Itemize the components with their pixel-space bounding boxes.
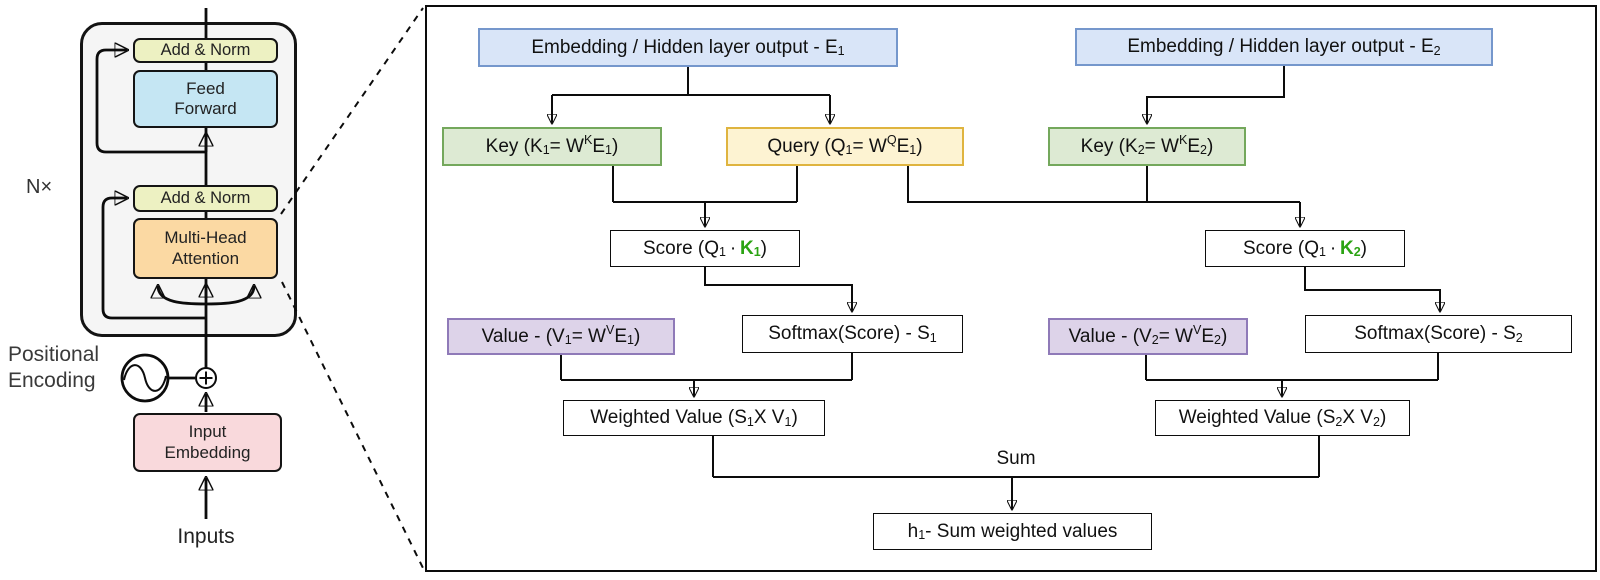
sum-label: Sum xyxy=(996,448,1036,469)
encoder-wires xyxy=(95,7,424,569)
key1-query1-merge xyxy=(612,166,798,203)
add-norm-bottom-label: Add & Norm xyxy=(160,188,251,207)
add-norm-top-box: Add & Norm xyxy=(133,38,278,63)
value2-softmax2-merge xyxy=(1145,353,1439,381)
residual-loop-bottom xyxy=(101,198,206,320)
e1-split-line xyxy=(552,67,830,96)
multi-head-attention-label: Multi-Head Attention xyxy=(164,228,247,268)
arrow-into-mha-left xyxy=(158,286,207,306)
positional-encoding-label: Positional Encoding xyxy=(8,343,100,393)
arrow-score2-to-softmax2 xyxy=(1304,267,1440,311)
input-embedding-label: Input Embedding xyxy=(164,422,251,462)
residual-loop-top xyxy=(95,50,206,154)
sine-wave-icon xyxy=(123,364,167,392)
query1-key2-merge xyxy=(907,166,1300,203)
arrow-into-mha-right xyxy=(205,286,254,306)
zoom-callout-line-top xyxy=(280,7,424,215)
arrow-score1-to-softmax1 xyxy=(704,267,852,311)
arrow-e2-to-key2 xyxy=(1147,66,1285,123)
input-embedding-box: Input Embedding xyxy=(133,413,282,472)
plus-circle-icon xyxy=(195,367,217,389)
zoom-callout-line-bottom xyxy=(281,281,424,569)
sum-merge-line xyxy=(712,436,1320,478)
add-norm-top-label: Add & Norm xyxy=(160,40,251,59)
inputs-label: Inputs xyxy=(177,525,235,548)
repeat-n-label: N× xyxy=(26,176,53,198)
multi-head-attention-box: Multi-Head Attention xyxy=(133,218,278,279)
add-norm-bottom-box: Add & Norm xyxy=(133,185,278,212)
attention-wires xyxy=(552,66,1440,509)
plus-sign xyxy=(199,371,213,385)
feed-forward-box: Feed Forward xyxy=(133,70,278,128)
value1-softmax1-merge xyxy=(560,353,853,381)
feed-forward-label: Feed Forward xyxy=(174,78,237,118)
